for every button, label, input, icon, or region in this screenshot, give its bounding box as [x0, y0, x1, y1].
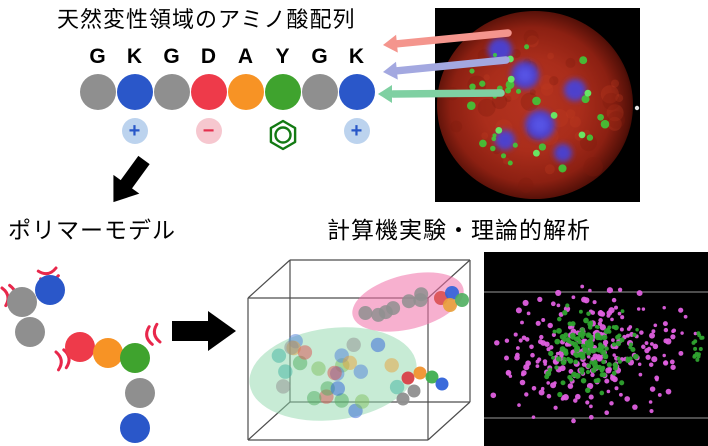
- residue-col-7: G: [301, 44, 338, 154]
- green-arrow-icon: [378, 85, 505, 103]
- residue-ball: [79, 74, 116, 110]
- sim-green-dots: [544, 303, 705, 398]
- positive-charge-icon: +: [343, 118, 370, 144]
- sequence-pointer-arrows: [378, 29, 512, 103]
- residue-col-3: G: [153, 44, 190, 154]
- residue-ball: [264, 74, 301, 110]
- right-arrow-icon: [172, 311, 236, 351]
- polymer-model-label: ポリマーモデル: [8, 217, 176, 243]
- simulation-snapshot: [484, 284, 708, 424]
- residue-col-5: A: [227, 44, 264, 154]
- residue-col-6: Y: [264, 44, 301, 154]
- residue-ball: [190, 74, 227, 110]
- polymer-bead: [15, 317, 45, 347]
- residue-ball: [301, 74, 338, 110]
- residue-letter: D: [200, 45, 217, 68]
- polymer-bead: [93, 338, 123, 368]
- motion-mark-icon: [54, 348, 71, 372]
- simulation-panel: [484, 252, 708, 446]
- residue-ball: [338, 74, 375, 110]
- polymer-bead: [120, 343, 150, 373]
- residue-letter: Y: [275, 45, 290, 68]
- residue-ball: [227, 74, 264, 110]
- amino-acid-sequence: G K + G D − A Y G: [79, 44, 375, 154]
- polymer-bead: [125, 378, 155, 408]
- analysis-label: 計算機実験・理論的解析: [327, 217, 591, 243]
- simulation-box: [247, 259, 471, 441]
- nucleoli-blobs: [488, 38, 586, 162]
- page-title: 天然変性領域のアミノ酸配列: [57, 7, 356, 32]
- purple-arrow-icon: [383, 56, 510, 80]
- negative-charge-icon: −: [195, 118, 222, 144]
- polymer-bead: [65, 332, 95, 362]
- residue-col-2: K +: [116, 44, 153, 154]
- residue-ball: [116, 74, 153, 110]
- residue-letter: K: [126, 45, 143, 68]
- residue-letter: G: [163, 45, 180, 68]
- motion-mark-icon: [145, 322, 162, 346]
- residue-letter: K: [348, 45, 365, 68]
- sim-magenta-dots: [490, 284, 698, 424]
- microscopy-image: [435, 8, 640, 202]
- benzene-ring-icon: [269, 119, 296, 151]
- polymer-chain: [0, 266, 162, 443]
- positive-charge-icon: +: [121, 118, 148, 144]
- residue-letter: G: [89, 45, 106, 68]
- polymer-bead: [7, 287, 37, 317]
- pink-arrow-icon: [383, 29, 512, 53]
- cell-nucleus-graphic: [437, 11, 640, 199]
- dilute-dots: [271, 334, 405, 419]
- polymer-bead: [120, 413, 150, 443]
- edge-speck: [634, 105, 640, 111]
- residue-letter: A: [237, 45, 254, 68]
- residue-col-1: G: [79, 44, 116, 154]
- polymer-chain-dots: [396, 366, 449, 406]
- residue-col-4: D −: [190, 44, 227, 154]
- polymer-bead: [35, 275, 65, 305]
- residue-letter: G: [311, 45, 328, 68]
- residue-col-8: K +: [338, 44, 375, 154]
- residue-ball: [153, 74, 190, 110]
- down-arrow-icon: [113, 155, 150, 203]
- dense-dots: [358, 286, 469, 322]
